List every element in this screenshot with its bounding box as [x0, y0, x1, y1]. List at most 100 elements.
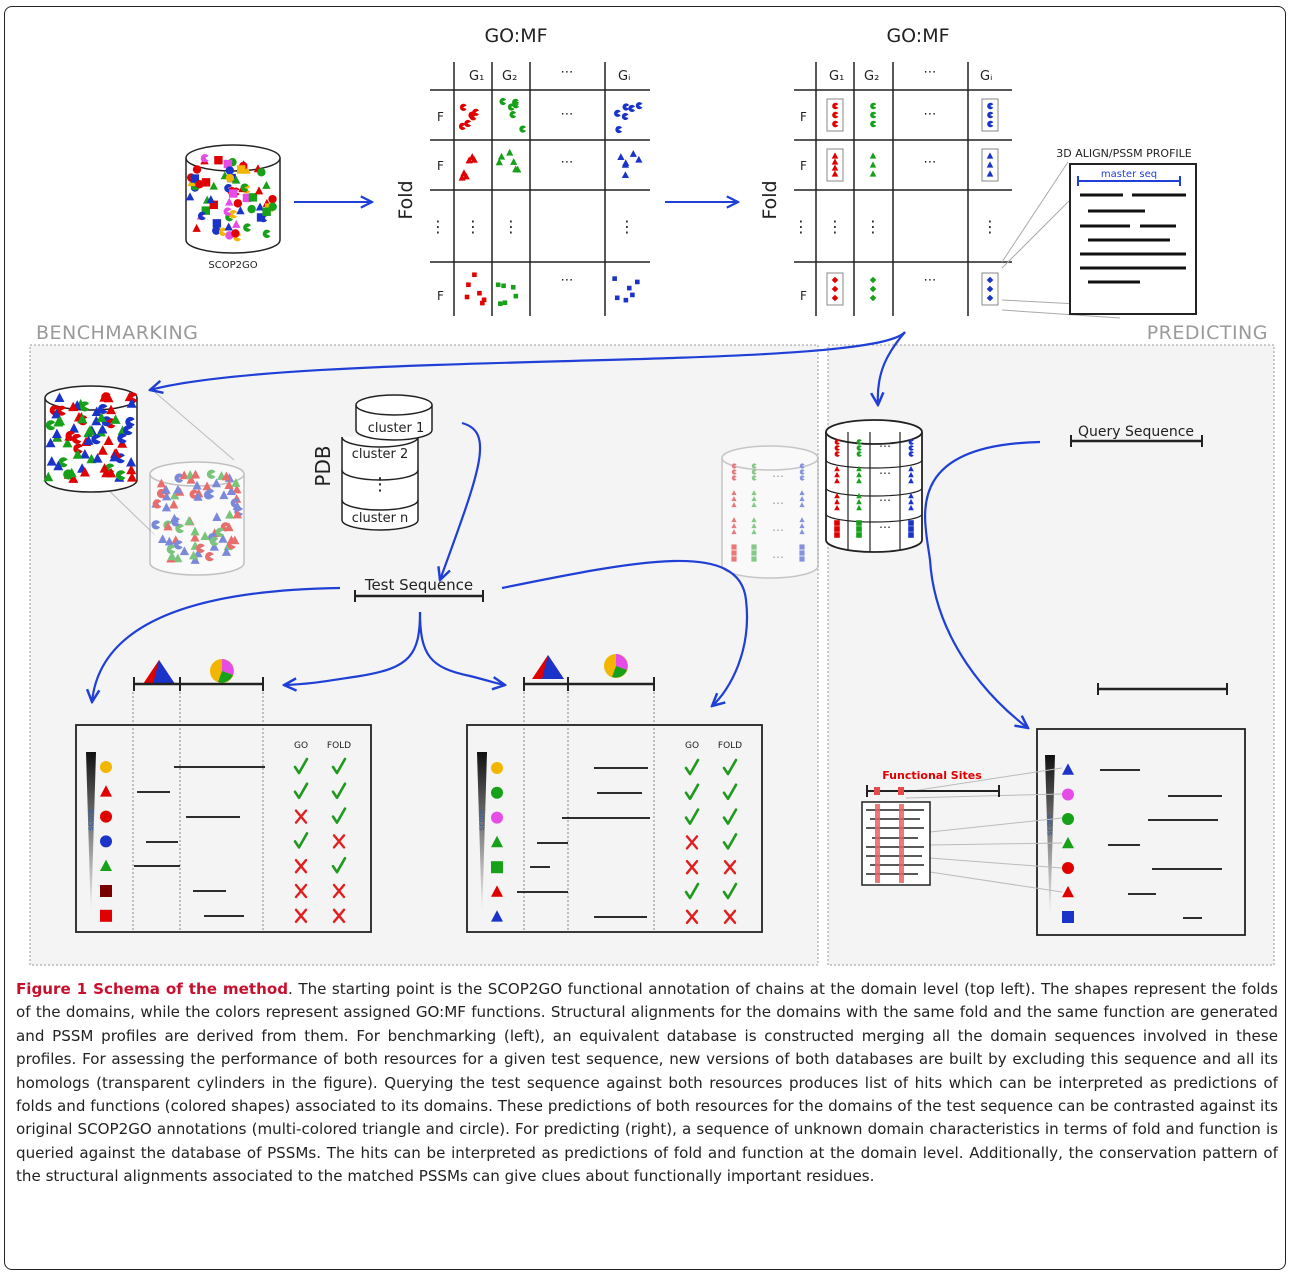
hit-shape [491, 910, 503, 922]
cell-dots: ⋯ [561, 273, 574, 288]
matrix-cell-shape [502, 300, 508, 305]
cell-dots: ⋯ [561, 107, 574, 122]
check-icon [293, 757, 309, 775]
pssm-column-shape [799, 556, 805, 562]
database-entry-shape [92, 453, 103, 463]
database-entry-shape [85, 425, 96, 435]
matrix-cell-shape [472, 108, 479, 116]
pssm-column-shape [799, 490, 805, 496]
pssm-column-shape [856, 465, 862, 472]
database-entry-shape [242, 193, 252, 203]
database-entry-shape [83, 435, 94, 445]
scop2go-database-transparent [149, 461, 245, 576]
pssm-column-shape [751, 544, 757, 550]
matrix-cell-shape [501, 283, 506, 289]
caption-body: . The starting point is the SCOP2GO func… [16, 980, 1278, 1186]
database-entry-shape [106, 467, 117, 478]
matrix-cell-shape [986, 294, 994, 302]
database-entry-shape [68, 401, 79, 412]
check-icon [293, 832, 309, 849]
profile-box [826, 98, 844, 132]
database-entry-shape [164, 536, 174, 546]
pssm-database-transparent: ⋯⋯⋯⋯ [721, 445, 819, 579]
col-header-dots: ⋯ [924, 65, 937, 80]
check-icon [684, 783, 700, 801]
matrix-cell-shape [869, 170, 877, 177]
matrix-cell-shape [472, 272, 477, 278]
fold-label-left: Fold [395, 180, 417, 219]
database-entry-shape [218, 534, 228, 543]
matrix-cell-shape [495, 282, 501, 288]
database-entry-shape [126, 398, 137, 408]
hit-shape [1062, 836, 1074, 849]
database-entry-shape [126, 456, 137, 467]
database-entry-shape [127, 392, 138, 403]
row-header-f2: F [437, 159, 444, 173]
database-entry-shape [125, 416, 135, 427]
database-entry-shape [151, 520, 161, 530]
pssm-column-shape [856, 526, 862, 532]
database-entry-shape [262, 180, 271, 189]
hit-shape [491, 835, 503, 848]
database-entry-shape [237, 165, 246, 174]
database-entry-shape [201, 206, 211, 215]
matrix-cell-shape [477, 290, 482, 296]
pssm-column-shape [799, 529, 805, 535]
pssm-column-shape [751, 496, 757, 502]
database-entry-shape [54, 392, 65, 403]
cell-dots: ⋯ [561, 155, 574, 170]
pssm-column-shape [856, 532, 862, 538]
profile-box [981, 98, 999, 132]
database-entry-shape [126, 464, 137, 475]
cell-vdots: ⋮ [619, 217, 635, 236]
pssm-column-shape [908, 492, 914, 499]
database-entry-shape [43, 471, 54, 482]
pssm-column-shape [834, 471, 840, 478]
hit-shape [491, 811, 503, 824]
pssm-column-shape [751, 469, 757, 475]
database-entry-shape [51, 408, 62, 419]
pssm-column-shape [751, 517, 757, 523]
pssm-column-shape [908, 465, 914, 472]
pssm-column-shape [751, 490, 757, 496]
cell-vdots: ⋮ [827, 217, 843, 236]
matrix-cell-shape [468, 153, 476, 160]
database-entry-shape [231, 219, 241, 228]
pssm-column-shape [731, 469, 737, 475]
database-entry-shape [51, 428, 62, 439]
database-entry-shape [45, 437, 56, 448]
matrix-cell-shape [869, 285, 877, 293]
matrix-cell-shape [623, 297, 629, 303]
database-entry-shape [53, 460, 64, 471]
query-sequence-label: Query Sequence [1078, 424, 1194, 440]
matrix-cell-shape [869, 161, 877, 168]
fold-header: FOLD [327, 741, 351, 751]
matrix-cell-shape [464, 294, 470, 300]
pssm-column-shape [856, 451, 862, 457]
figure-caption: Figure 1 Schema of the method. The start… [16, 978, 1278, 1189]
pssm-column-shape [731, 550, 737, 556]
matrix-cell-shape [512, 101, 520, 109]
cross-icon [294, 859, 308, 874]
gomf-fold-matrix-left: GO:MF Fold G₁ G₂ ⋯ Gᵢ F F F ⋯ ⋯ ⋯ ⋮ ⋮ ⋮ … [395, 25, 650, 316]
fold-header: FOLD [718, 741, 742, 751]
check-icon [722, 808, 738, 825]
matrix-cell-shape [495, 158, 503, 166]
database-entry-shape [117, 433, 127, 444]
database-entry-shape [236, 206, 245, 215]
pssm-column-shape [731, 529, 737, 535]
database-entry-shape [190, 526, 200, 536]
matrix-cell-shape [635, 102, 643, 110]
hit-shape [491, 885, 503, 897]
cross-icon [723, 860, 737, 875]
pssm-dots: ⋯ [879, 466, 891, 480]
database-entry-shape [224, 222, 233, 231]
pssm-column-shape [908, 439, 914, 445]
matrix-cell-shape [498, 301, 503, 307]
pssm-column-shape [908, 504, 914, 511]
col-header-gi: Gᵢ [980, 69, 992, 84]
matrix-cell-shape [480, 300, 485, 306]
matrix-cell-shape [612, 276, 617, 281]
database-entry-shape [66, 467, 77, 478]
database-entry-shape [206, 195, 216, 204]
